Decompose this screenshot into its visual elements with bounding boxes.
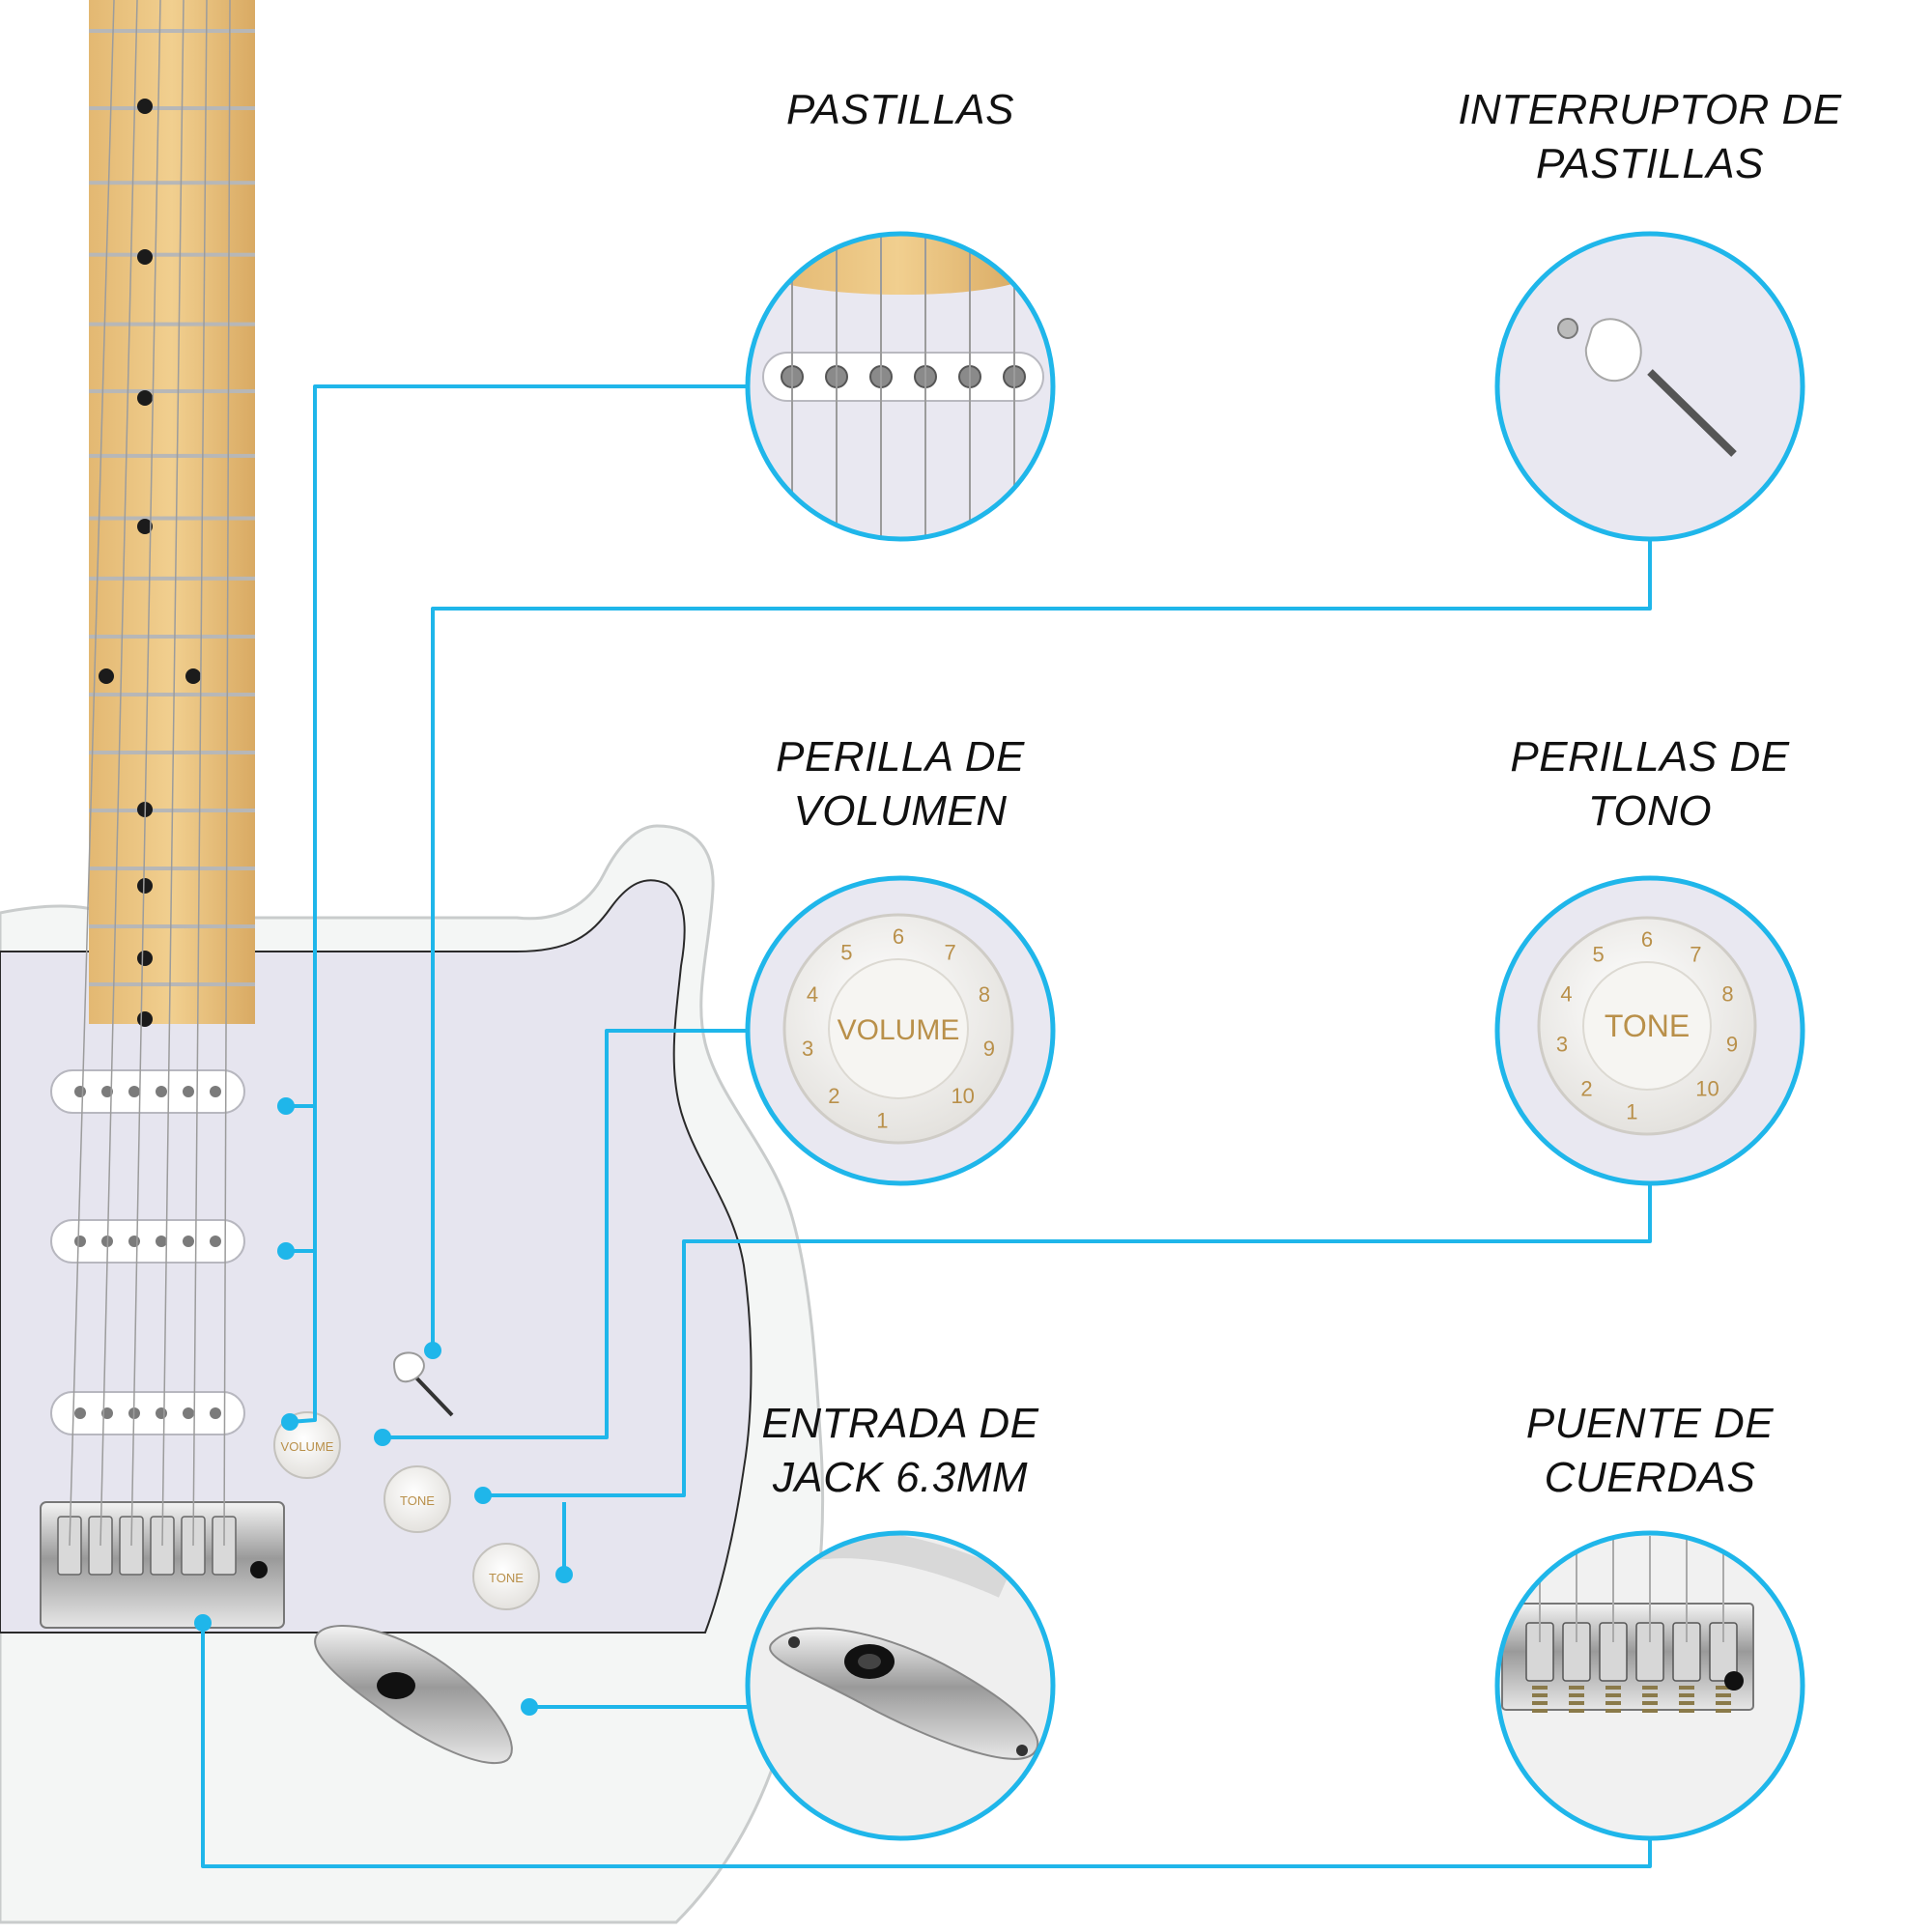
connector-dot (474, 1487, 492, 1504)
jack-icon (314, 1625, 513, 1765)
knob-number: 4 (807, 982, 818, 1007)
label-string-bridge: PUENTE DE CUERDAS (1525, 1400, 1775, 1501)
fret (89, 924, 255, 929)
fret (89, 693, 255, 697)
fret (89, 982, 255, 987)
strings (69, 0, 231, 1547)
fret (89, 29, 255, 33)
connector-dot (424, 1342, 441, 1359)
guitar-pickup (50, 1391, 245, 1435)
label-volume-knob: PERILLA DE VOLUMEN (776, 733, 1025, 835)
connector-lines (201, 384, 1652, 1868)
fret (89, 635, 255, 639)
knob-number: 2 (828, 1084, 839, 1108)
knob-number: 6 (893, 924, 904, 949)
pickguard (0, 879, 753, 1634)
knob-number: 10 (951, 1084, 974, 1108)
string (130, 0, 161, 1547)
connector-dot (374, 1429, 391, 1446)
fret (89, 516, 255, 521)
knob-number: 7 (945, 940, 956, 964)
string (223, 0, 231, 1547)
knob-number: 1 (1626, 1100, 1637, 1124)
fret (89, 453, 255, 458)
connector-line (383, 1029, 748, 1439)
knob-number: 10 (1695, 1077, 1719, 1101)
string (99, 0, 138, 1547)
fret (89, 576, 255, 581)
string (69, 0, 115, 1547)
connector-dot (555, 1566, 573, 1583)
knob-number: 5 (840, 940, 852, 964)
guitar-pickup (50, 1069, 245, 1114)
knob-number: 8 (979, 982, 990, 1007)
knob-number: 3 (1556, 1033, 1568, 1057)
detail-bridge (1494, 1530, 1805, 1841)
knob-number: 7 (1690, 942, 1701, 966)
fret (89, 751, 255, 755)
detail-jack (745, 1530, 1056, 1841)
knob-number: 9 (983, 1037, 995, 1061)
fret (89, 106, 255, 110)
knob-number: 2 (1580, 1077, 1592, 1101)
connector-dots (194, 1097, 573, 1716)
label-tone-knobs: PERILLAS DE TONO (1510, 733, 1790, 835)
svg-text:TONE: TONE (400, 1493, 435, 1508)
fret-markers (99, 99, 201, 1027)
detail-volume-knob: 1 23 45 6 78 9 10 VOLUME (745, 875, 1056, 1186)
tone-knob-text: TONE (1605, 1009, 1690, 1043)
svg-text:VOLUME: VOLUME (281, 1439, 334, 1454)
detail-pickups (745, 231, 1056, 542)
guitar-body-icon: VOLUME TONE TONE (0, 0, 825, 1924)
fret (89, 388, 255, 393)
connector-line (286, 384, 749, 1108)
label-pickup-switch: INTERRUPTOR DE PASTILLAS (1458, 86, 1842, 187)
connector-line (483, 1183, 1652, 1497)
knob-number: 5 (1593, 942, 1605, 966)
detail-switch (1494, 231, 1805, 542)
connector-dot (521, 1698, 538, 1716)
fret (89, 252, 255, 257)
svg-text:TONE: TONE (489, 1571, 524, 1585)
connector-line (201, 1623, 1652, 1868)
knob-number: 3 (802, 1037, 813, 1061)
knob-number: 9 (1726, 1033, 1738, 1057)
connector-line (431, 539, 1652, 1352)
connector-dot (194, 1614, 212, 1632)
connector-dot (281, 1413, 298, 1431)
volume-knob-text: VOLUME (838, 1014, 960, 1046)
fret (89, 322, 255, 327)
knob-icon: VOLUME TONE TONE (273, 1411, 540, 1610)
label-pickups: PASTILLAS (785, 86, 1014, 133)
connector-dot (277, 1097, 295, 1115)
knob-number: 6 (1641, 927, 1653, 952)
label-jack-input: ENTRADA DE JACK 6.3MM (761, 1400, 1039, 1501)
detail-tone-knob: 1 23 45 6 78 9 10 TONE (1494, 875, 1805, 1186)
string (161, 0, 185, 1547)
switch-icon (392, 1351, 454, 1417)
connector-dot (277, 1242, 295, 1260)
knob-number: 1 (876, 1109, 888, 1133)
guitar-pickup (50, 1219, 245, 1264)
string (192, 0, 208, 1547)
knob-number: 8 (1721, 981, 1733, 1006)
knob-number: 4 (1560, 981, 1572, 1006)
fret (89, 181, 255, 185)
